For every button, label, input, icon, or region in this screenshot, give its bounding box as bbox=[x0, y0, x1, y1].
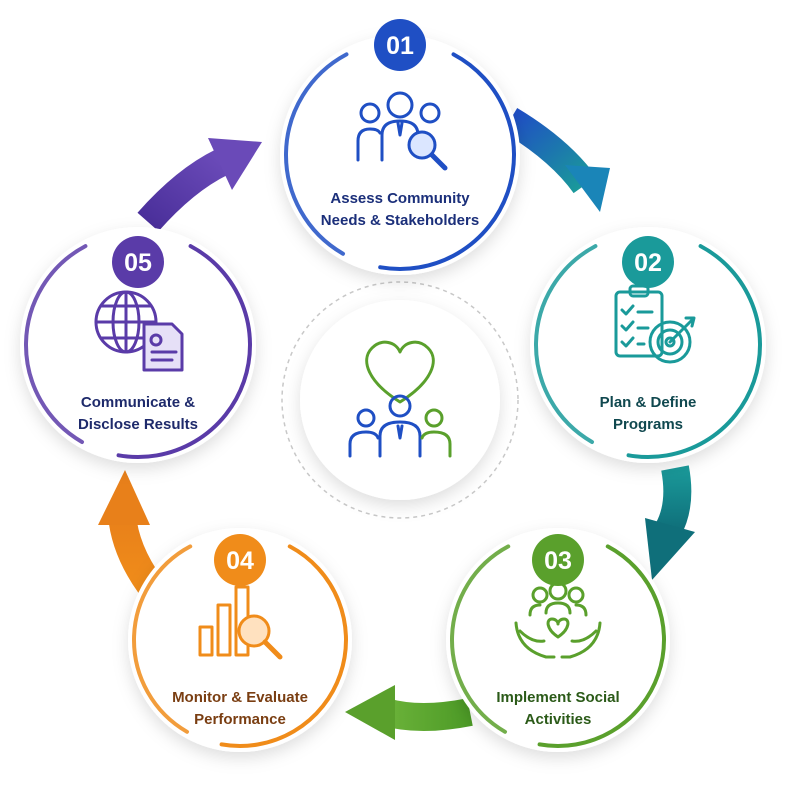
people-search-icon bbox=[356, 91, 448, 171]
node-ring-arc bbox=[378, 52, 516, 271]
step-badge bbox=[374, 19, 426, 71]
node-circle bbox=[530, 227, 766, 463]
arrow-02-to-03 bbox=[645, 465, 695, 580]
step-badge bbox=[112, 236, 164, 288]
node-ring-arc bbox=[450, 544, 511, 734]
node-circle bbox=[446, 528, 670, 752]
heart-community-icon bbox=[348, 340, 452, 458]
step-label-line: Needs & Stakeholders bbox=[321, 212, 479, 229]
step-badge bbox=[532, 534, 584, 586]
center-hub bbox=[281, 281, 519, 519]
arrow-04-to-05 bbox=[98, 470, 162, 594]
step-number: 05 bbox=[124, 249, 152, 277]
step-label-line: Communicate & bbox=[81, 394, 195, 411]
step-label-line: Activities bbox=[525, 711, 592, 728]
node-ring-arc bbox=[537, 544, 666, 748]
node-ring-arc bbox=[132, 544, 193, 734]
step-label-line: Assess Community bbox=[330, 190, 470, 207]
step-label-line: Monitor & Evaluate bbox=[172, 689, 308, 706]
node-circle bbox=[128, 528, 352, 752]
node-ring-arc bbox=[24, 244, 88, 444]
step-badge bbox=[622, 236, 674, 288]
node-circle bbox=[280, 35, 520, 275]
step-label-line: Plan & Define bbox=[600, 394, 697, 411]
arrow-05-to-01 bbox=[137, 138, 262, 232]
node-ring-arc bbox=[219, 544, 348, 748]
step-number: 02 bbox=[634, 249, 662, 277]
clipboard-target-icon bbox=[614, 284, 696, 364]
cycle-arrows bbox=[98, 107, 695, 740]
step-badge bbox=[214, 534, 266, 586]
node-ring-arc bbox=[626, 244, 762, 459]
step-label-line: Performance bbox=[194, 711, 286, 728]
node-ring-arc bbox=[116, 244, 252, 459]
step-label-line: Implement Social bbox=[496, 689, 619, 706]
step-number: 01 bbox=[386, 32, 414, 60]
bar-chart-magnifier-icon bbox=[198, 585, 283, 660]
step-number: 03 bbox=[544, 547, 572, 575]
globe-document-icon bbox=[94, 290, 184, 372]
node-ring-arc bbox=[534, 244, 598, 444]
step-label-line: Disclose Results bbox=[78, 416, 198, 433]
arrow-03-to-04 bbox=[345, 685, 473, 740]
hands-community-icon bbox=[514, 581, 602, 659]
node-circle bbox=[20, 227, 256, 463]
step-label-line: Programs bbox=[613, 416, 683, 433]
node-ring-arc bbox=[284, 52, 349, 256]
step-number: 04 bbox=[226, 547, 254, 575]
arrow-01-to-02 bbox=[502, 107, 610, 212]
